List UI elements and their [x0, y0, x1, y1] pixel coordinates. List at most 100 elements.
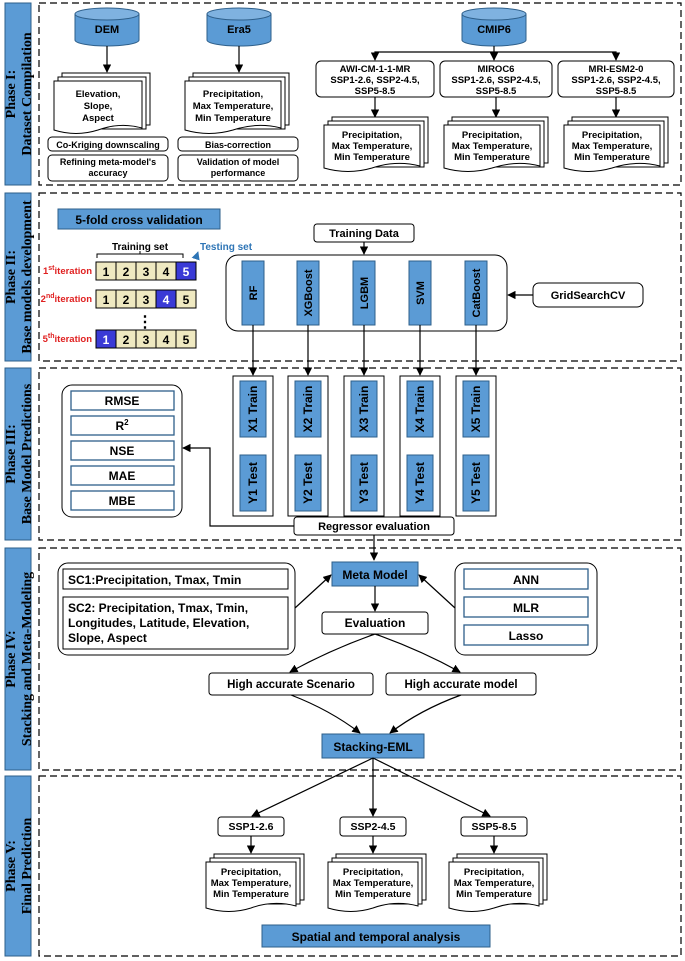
regressor-evaluation-label: Regressor evaluation [318, 521, 430, 533]
model-label-4: CatBoost [471, 268, 483, 317]
refining-box [47, 154, 169, 182]
iteration-label: 1stiteration [43, 265, 92, 277]
test-label-0: Y1 Test [246, 462, 260, 504]
fold-cell [175, 329, 197, 349]
metric-box-4 [70, 490, 175, 511]
train-box-0 [239, 380, 267, 438]
era5-doc-stack: Precipitation,Max Temperature,Min Temper… [184, 72, 290, 134]
phase2-label: Phase II:Base models development [4, 200, 35, 354]
test-box-1 [294, 454, 322, 512]
model-label-1: XGBoost [303, 269, 315, 316]
fold-number: 3 [143, 333, 150, 347]
high-accurate-model-label: High accurate model [404, 679, 517, 691]
meta-model-option-1 [463, 596, 589, 618]
metric-box-0 [70, 390, 175, 411]
fold-number: 4 [163, 293, 170, 307]
ssp245-label: SSP2-4.5 [351, 821, 396, 833]
meta-model-option-0 [463, 568, 589, 590]
model-label-3: SVM [415, 281, 427, 305]
stacking-eml-label: Stacking-EML [333, 740, 412, 754]
gridsearch-label: GridSearchCV [551, 290, 626, 302]
svg-text:Precipitation,Max Temperature,: Precipitation,Max Temperature,Min Temper… [193, 89, 274, 124]
cokriging-label: Co-Kriging downscaling [56, 140, 160, 150]
train-label-4: X5 Train [469, 386, 483, 433]
meta-model-option-label-2: Lasso [509, 629, 544, 643]
sc1-box [62, 568, 289, 590]
train-box-1 [294, 380, 322, 438]
iteration-ellipsis: ⋮ [137, 314, 153, 331]
train-box-3 [406, 380, 434, 438]
fold-number: 1 [103, 333, 110, 347]
phase2-bar [4, 192, 32, 362]
phase4-content: SC1:Precipitation, Tmax, Tmin SC2: Preci… [57, 561, 598, 759]
fold-number: 1 [103, 293, 110, 307]
fold-number: 1 [103, 265, 110, 279]
fold-number: 4 [163, 265, 170, 279]
test-box-2 [350, 454, 378, 512]
train-label-0: X1 Train [246, 386, 260, 433]
sc1-label: SC1:Precipitation, Tmax, Tmin [68, 573, 241, 587]
fold-cell [175, 289, 197, 309]
fold-number: 5 [183, 293, 190, 307]
test-box-0 [239, 454, 267, 512]
dem-database: DEM [74, 7, 140, 47]
meta-models-list: ANN MLR Lasso [463, 568, 589, 646]
fold-number: 5 [183, 265, 190, 279]
meta-model-option-label-0: ANN [513, 573, 539, 587]
phase1-label: Phase I:Dataset Compilation [4, 32, 35, 155]
phase4-bar [4, 547, 32, 771]
meta-model-box [331, 561, 419, 587]
training-set-label: Training set [112, 242, 169, 253]
phase3-label: Phase III:Base Model Predictions [4, 383, 35, 524]
phase1-bar [4, 2, 32, 186]
phase-sidebars: Phase I:Dataset Compilation Phase II:Bas… [4, 2, 35, 957]
cmip6-label: CMIP6 [477, 24, 511, 36]
svg-text:Precipitation,Max Temperature,: Precipitation,Max Temperature,Min Temper… [572, 130, 653, 163]
meta-model-label: Meta Model [342, 568, 407, 582]
ssp585-label: SSP5-8.5 [472, 821, 517, 833]
test-label-4: Y5 Test [469, 462, 483, 504]
model-label-0: RF [248, 285, 260, 300]
fold-number: 2 [123, 265, 130, 279]
meta-model-option-label-1: MLR [513, 601, 539, 615]
final-doc-stack-0: Precipitation,Max Temperature,Min Temper… [205, 853, 305, 912]
test-box-4 [462, 454, 490, 512]
spatial-temporal-label: Spatial and temporal analysis [292, 930, 461, 944]
bias-correction-box [177, 136, 299, 152]
cv-title-box [57, 208, 221, 230]
ssp126-label: SSP1-2.6 [229, 821, 274, 833]
evaluation-label: Evaluation [345, 616, 406, 630]
svg-text:Precipitation,Max Temperature,: Precipitation,Max Temperature,Min Temper… [452, 130, 533, 163]
final-doc-stacks: Precipitation,Max Temperature,Min Temper… [205, 853, 548, 912]
era5-label: Era5 [227, 24, 251, 36]
cmip6-doc-stack-1: Precipitation,Max Temperature,Min Temper… [323, 116, 429, 172]
bias-correction-label: Bias-correction [205, 140, 271, 150]
fold-number: 3 [143, 293, 150, 307]
cv-title: 5-fold cross validation [75, 213, 202, 227]
dem-doc-stack: Elevation,Slope,Aspect [53, 72, 151, 134]
fold-number: 3 [143, 265, 150, 279]
test-box-3 [406, 454, 434, 512]
train-label-3: X4 Train [413, 386, 427, 433]
svg-text:Precipitation,Max Temperature,: Precipitation,Max Temperature,Min Temper… [332, 130, 413, 163]
cmip6-database: CMIP6 [461, 7, 527, 47]
phase5-bar [4, 775, 32, 957]
svg-text:Elevation,Slope,Aspect: Elevation,Slope,Aspect [76, 89, 121, 124]
final-doc-stack-2: Precipitation,Max Temperature,Min Temper… [448, 853, 548, 912]
cmip6-doc-stack-3: Precipitation,Max Temperature,Min Temper… [563, 116, 669, 172]
phase5-label: Phase V:Final Prediction [4, 818, 35, 915]
metric-label-2: NSE [110, 444, 135, 458]
final-doc-stack-1: Precipitation,Max Temperature,Min Temper… [327, 853, 427, 912]
phase2-content: 5-fold cross validation Training set Tes… [41, 208, 644, 349]
dem-label: DEM [95, 24, 119, 36]
metric-box-1 [70, 415, 175, 436]
phase5-content: SSP1-2.6 SSP2-4.5 SSP5-8.5 Precipitation… [205, 757, 548, 948]
